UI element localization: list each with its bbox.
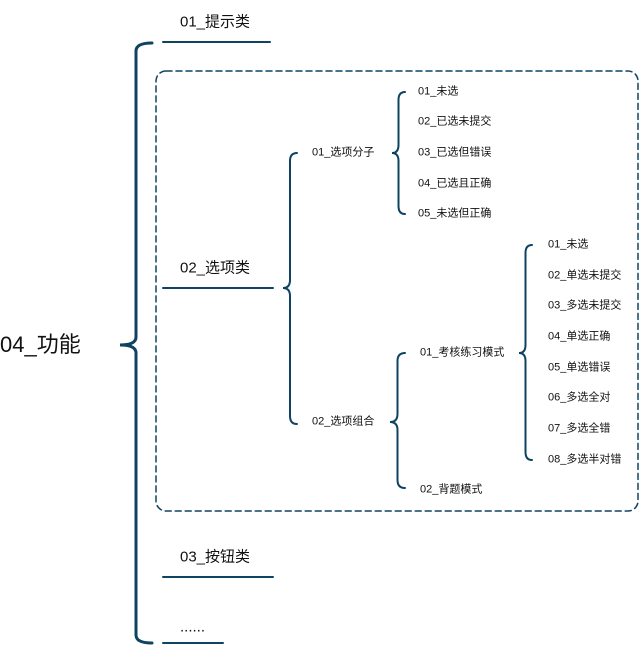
exam-practice-brace <box>518 244 533 461</box>
node-hint-class: 01_提示类 <box>180 13 251 31</box>
molecule-item: 05_未选但正确 <box>418 207 492 220</box>
molecule-item: 02_已选未提交 <box>418 115 492 128</box>
option-molecule-brace <box>391 91 406 215</box>
exam-item: 07_多选全错 <box>548 422 611 435</box>
root-brace <box>119 41 154 645</box>
option-combo-brace <box>389 352 406 489</box>
node-more: ...... <box>180 618 206 636</box>
node-option-class: 02_选项类 <box>180 259 251 277</box>
root-node: 04_功能 <box>0 332 81 357</box>
molecule-item: 03_已选但错误 <box>418 146 492 159</box>
option-class-dashed-frame <box>155 70 639 512</box>
exam-item: 02_单选未提交 <box>548 269 622 282</box>
exam-item: 04_单选正确 <box>548 330 611 343</box>
node-option-molecule: 01_选项分子 <box>312 146 375 159</box>
node-button-class: 03_按钮类 <box>180 548 251 566</box>
node-recite-mode: 02_背题模式 <box>420 483 483 496</box>
option-class-brace <box>282 152 298 425</box>
node-exam-practice-mode: 01_考核练习模式 <box>420 346 505 359</box>
exam-item: 06_多选全对 <box>548 391 611 404</box>
molecule-item: 01_未选 <box>418 85 459 98</box>
exam-item: 01_未选 <box>548 238 589 251</box>
exam-item: 05_单选错误 <box>548 361 611 374</box>
exam-item: 03_多选未提交 <box>548 299 622 312</box>
node-option-combo: 02_选项组合 <box>312 415 375 428</box>
exam-item: 08_多选半对错 <box>548 453 622 466</box>
molecule-item: 04_已选且正确 <box>418 177 492 190</box>
